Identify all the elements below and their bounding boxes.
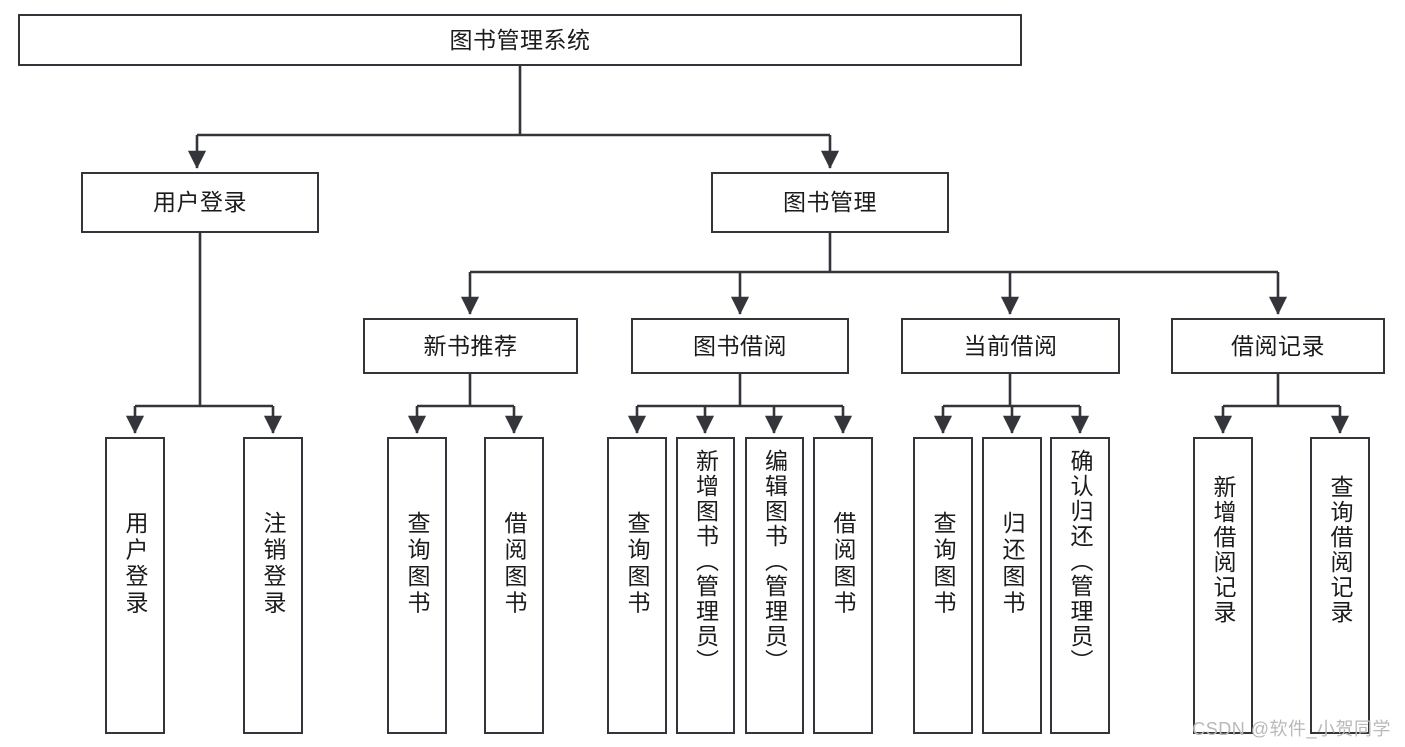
node-book-borrow[interactable]: 图书借阅 [631, 318, 849, 374]
node-book-manage-label: 图书管理 [783, 189, 877, 216]
node-leaf-borrow-book-2[interactable]: 借阅图书 [813, 437, 873, 734]
node-leaf-query-book-3-label: 查询图书 [930, 511, 957, 617]
node-current-borrow-label: 当前借阅 [963, 332, 1058, 359]
node-leaf-edit-book-label: 编辑图书（管理员） [761, 449, 788, 674]
node-book-manage[interactable]: 图书管理 [711, 172, 949, 233]
node-leaf-add-book[interactable]: 新增图书（管理员） [676, 437, 735, 734]
node-root-label: 图书管理系统 [449, 26, 591, 53]
node-new-book-rec-label: 新书推荐 [423, 332, 518, 359]
node-leaf-query-record-label: 查询借阅记录 [1327, 475, 1354, 625]
node-user-login[interactable]: 用户登录 [81, 172, 319, 233]
node-leaf-query-record[interactable]: 查询借阅记录 [1310, 437, 1370, 734]
node-leaf-add-book-label: 新增图书（管理员） [692, 449, 719, 674]
node-leaf-return-book[interactable]: 归还图书 [982, 437, 1042, 734]
node-leaf-confirm-return-label: 确认归还（管理员） [1067, 449, 1094, 674]
node-leaf-return-book-label: 归还图书 [999, 511, 1026, 617]
node-leaf-query-book-2-label: 查询图书 [624, 511, 651, 617]
node-leaf-query-book-1-label: 查询图书 [404, 511, 431, 617]
node-new-book-rec[interactable]: 新书推荐 [363, 318, 578, 374]
node-borrow-record[interactable]: 借阅记录 [1171, 318, 1385, 374]
node-leaf-borrow-book-1-label: 借阅图书 [501, 511, 528, 617]
node-leaf-query-book-3[interactable]: 查询图书 [913, 437, 973, 734]
node-leaf-confirm-return[interactable]: 确认归还（管理员） [1050, 437, 1110, 734]
watermark-text: CSDN @软件_小贺同学 [1192, 719, 1391, 739]
node-book-borrow-label: 图书借阅 [693, 332, 787, 359]
node-leaf-query-book-1[interactable]: 查询图书 [387, 437, 447, 734]
node-leaf-logout-label: 注销登录 [260, 511, 287, 617]
node-borrow-record-label: 借阅记录 [1231, 332, 1325, 359]
node-user-login-label: 用户登录 [153, 189, 247, 216]
node-leaf-add-record-label: 新增借阅记录 [1210, 475, 1237, 625]
node-leaf-user-login[interactable]: 用户登录 [105, 437, 165, 734]
node-leaf-add-record[interactable]: 新增借阅记录 [1193, 437, 1253, 734]
node-leaf-edit-book[interactable]: 编辑图书（管理员） [745, 437, 804, 734]
node-leaf-borrow-book-2-label: 借阅图书 [830, 511, 857, 617]
node-leaf-borrow-book-1[interactable]: 借阅图书 [484, 437, 544, 734]
node-leaf-user-login-label: 用户登录 [122, 511, 149, 617]
node-current-borrow[interactable]: 当前借阅 [901, 318, 1120, 374]
node-leaf-query-book-2[interactable]: 查询图书 [607, 437, 667, 734]
node-leaf-logout[interactable]: 注销登录 [243, 437, 303, 734]
node-root[interactable]: 图书管理系统 [18, 14, 1022, 66]
